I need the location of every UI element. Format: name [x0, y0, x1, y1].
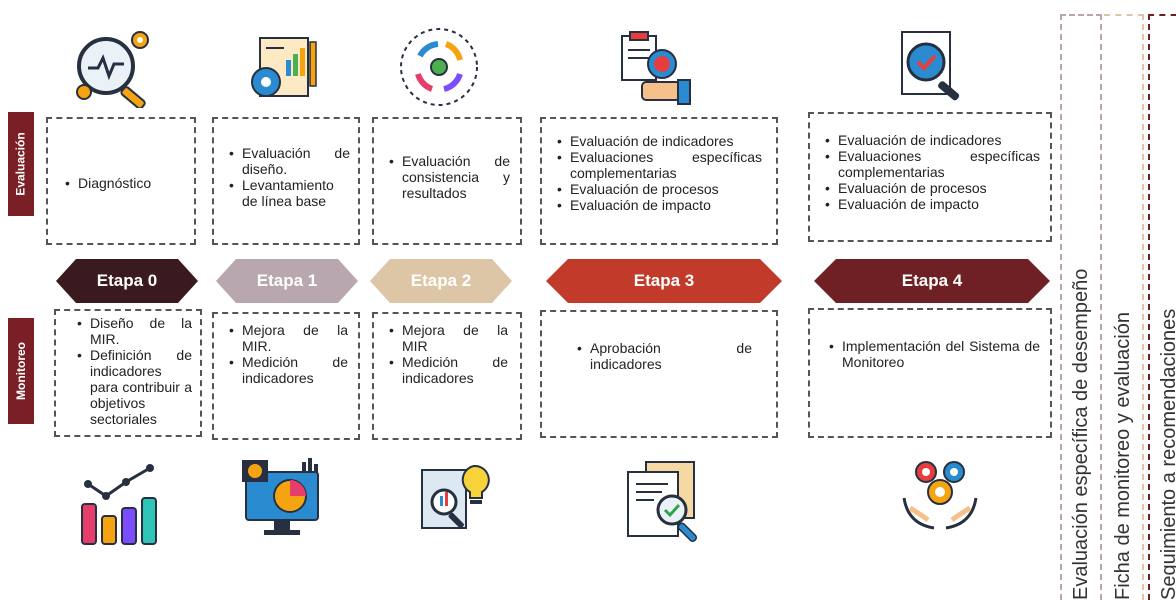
list-item: Evaluación de diseño. [229, 145, 350, 177]
evaluacion-box-etapa-1: Evaluación de diseño. Levantamiento de l… [212, 117, 360, 245]
monitor-analytics-icon [240, 456, 324, 540]
list-item: Evaluación de impacto [557, 197, 762, 213]
stage-etapa-0-label: Etapa 0 [96, 271, 158, 290]
monitoreo-box-etapa-4: Implementación del Sistema de Monitoreo [808, 308, 1052, 438]
magnifier-gear-icon [68, 26, 158, 110]
right-column-text: Evaluación específica de desempeño [1070, 268, 1092, 600]
document-check-icon [624, 460, 710, 543]
stage-etapa-2-label: Etapa 2 [410, 271, 472, 290]
monitoreo-box-etapa-0: Diseño de la MIR. Definición de indicado… [54, 309, 202, 437]
list-item: Evaluación de indicadores [825, 132, 1040, 148]
stage-etapa-3-label: Etapa 3 [633, 271, 695, 290]
list-item: Medición de indicadores [229, 354, 348, 386]
evaluacion-side-label-text: Evaluación [14, 132, 29, 196]
list-item: Aprobación de indicadores [577, 340, 752, 372]
monitoreo-side-label-text: Monitoreo [14, 342, 28, 400]
cycle-arrows-icon [398, 26, 480, 108]
right-column-evaluacion-especifica: Evaluación específica de desempeño [1060, 14, 1102, 600]
monitoreo-box-etapa-2: Mejora de la MIR Medición de indicadores [372, 312, 522, 440]
list-item: Mejora de la MIR [389, 322, 508, 354]
evaluacion-box-etapa-3: Evaluación de indicadores Evaluaciones e… [540, 117, 778, 245]
stage-etapa-3: Etapa 3 [546, 259, 782, 303]
list-item: Levantamiento de línea base [229, 177, 350, 209]
right-column-ficha-monitoreo: Ficha de monitoreo y evaluación [1104, 14, 1144, 600]
list-item: Evaluaciones específicas complementarias [557, 149, 762, 181]
evaluacion-box-etapa-4: Evaluación de indicadores Evaluaciones e… [808, 112, 1052, 242]
list-item: Evaluación de indicadores [557, 133, 762, 149]
bar-chart-icon [80, 462, 162, 546]
list-item: Evaluación de procesos [557, 181, 762, 197]
report-idea-icon [412, 456, 494, 542]
hands-gears-icon [898, 458, 982, 534]
monitoreo-box-etapa-1: Mejora de la MIR. Medición de indicadore… [212, 312, 360, 440]
stage-etapa-4-label: Etapa 4 [901, 271, 963, 290]
right-column-text: Seguimiento a recomendaciones [1158, 308, 1176, 600]
list-item: Definición de indicadores para contribui… [77, 347, 192, 427]
list-item: Diagnóstico [65, 175, 184, 191]
monitoreo-box-etapa-3: Aprobación de indicadores [540, 310, 778, 438]
evaluacion-side-label: Evaluación [8, 112, 34, 216]
clipboard-hand-icon [608, 28, 698, 108]
stage-etapa-0: Etapa 0 [56, 259, 198, 303]
list-item: Mejora de la MIR. [229, 322, 348, 354]
right-column-seguimiento: Seguimiento a recomendaciones [1148, 14, 1176, 600]
report-gear-icon [244, 30, 324, 108]
document-search-check-icon [888, 26, 978, 108]
list-item: Implementación del Sistema de Monitoreo [829, 338, 1040, 370]
stage-etapa-1: Etapa 1 [216, 259, 358, 303]
list-item: Evaluación de consistencia y resultados [389, 153, 510, 201]
right-column-text: Ficha de monitoreo y evaluación [1112, 312, 1134, 600]
list-item: Diseño de la MIR. [77, 315, 192, 347]
list-item: Medición de indicadores [389, 354, 508, 386]
stage-etapa-4: Etapa 4 [814, 259, 1050, 303]
evaluacion-box-etapa-2: Evaluación de consistencia y resultados [372, 117, 522, 245]
list-item: Evaluaciones específicas complementarias [825, 148, 1040, 180]
list-item: Evaluación de procesos [825, 180, 1040, 196]
list-item: Evaluación de impacto [825, 196, 1040, 212]
stage-etapa-1-label: Etapa 1 [256, 271, 318, 290]
evaluacion-box-etapa-0: Diagnóstico [46, 117, 196, 245]
stage-etapa-2: Etapa 2 [370, 259, 512, 303]
monitoreo-side-label: Monitoreo [8, 318, 34, 424]
